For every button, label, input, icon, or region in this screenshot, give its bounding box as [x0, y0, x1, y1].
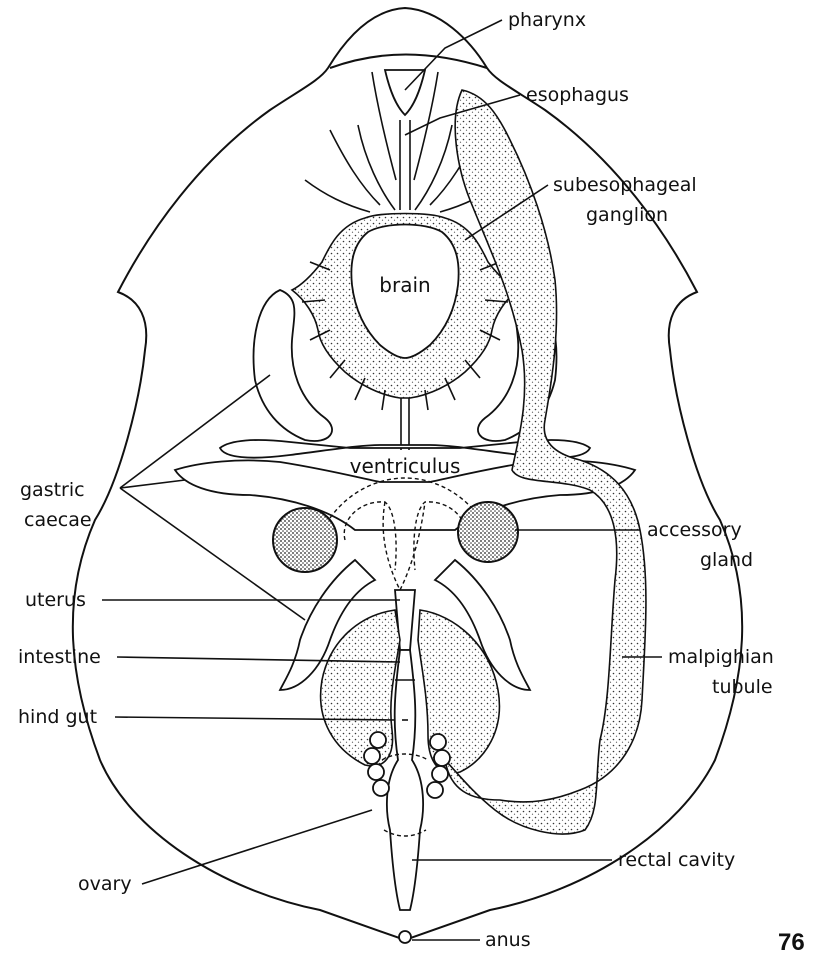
label-malpighian-2: tubule — [712, 676, 773, 698]
label-uterus: uterus — [25, 589, 86, 611]
head-cap — [330, 55, 487, 69]
label-subesophageal-2: ganglion — [586, 204, 668, 226]
accessory-gland-left — [273, 508, 337, 572]
label-ovary: ovary — [78, 873, 132, 895]
label-gastric-2: caecae — [24, 509, 92, 531]
ventriculus-label: ventriculus — [350, 454, 461, 478]
label-rectal-cavity: rectal cavity — [618, 849, 735, 871]
label-pharynx: pharynx — [508, 9, 586, 31]
label-esophagus: esophagus — [526, 84, 629, 106]
anus-shape — [399, 931, 411, 943]
label-accessory-2: gland — [700, 549, 753, 571]
page-number: 76 — [778, 929, 805, 956]
label-hind-gut: hind gut — [18, 706, 97, 728]
brain-label: brain — [379, 273, 430, 297]
accessory-gland-right — [458, 502, 518, 562]
label-subesophageal-1: subesophageal — [553, 174, 697, 196]
pharynx-shape — [385, 70, 425, 115]
label-malpighian-1: malpighian — [668, 646, 774, 668]
label-gastric-1: gastric — [20, 479, 85, 501]
label-anus: anus — [485, 929, 531, 951]
leader-ovary — [142, 810, 372, 884]
label-accessory-1: accessory — [647, 519, 742, 541]
label-intestine: intestine — [18, 646, 101, 668]
